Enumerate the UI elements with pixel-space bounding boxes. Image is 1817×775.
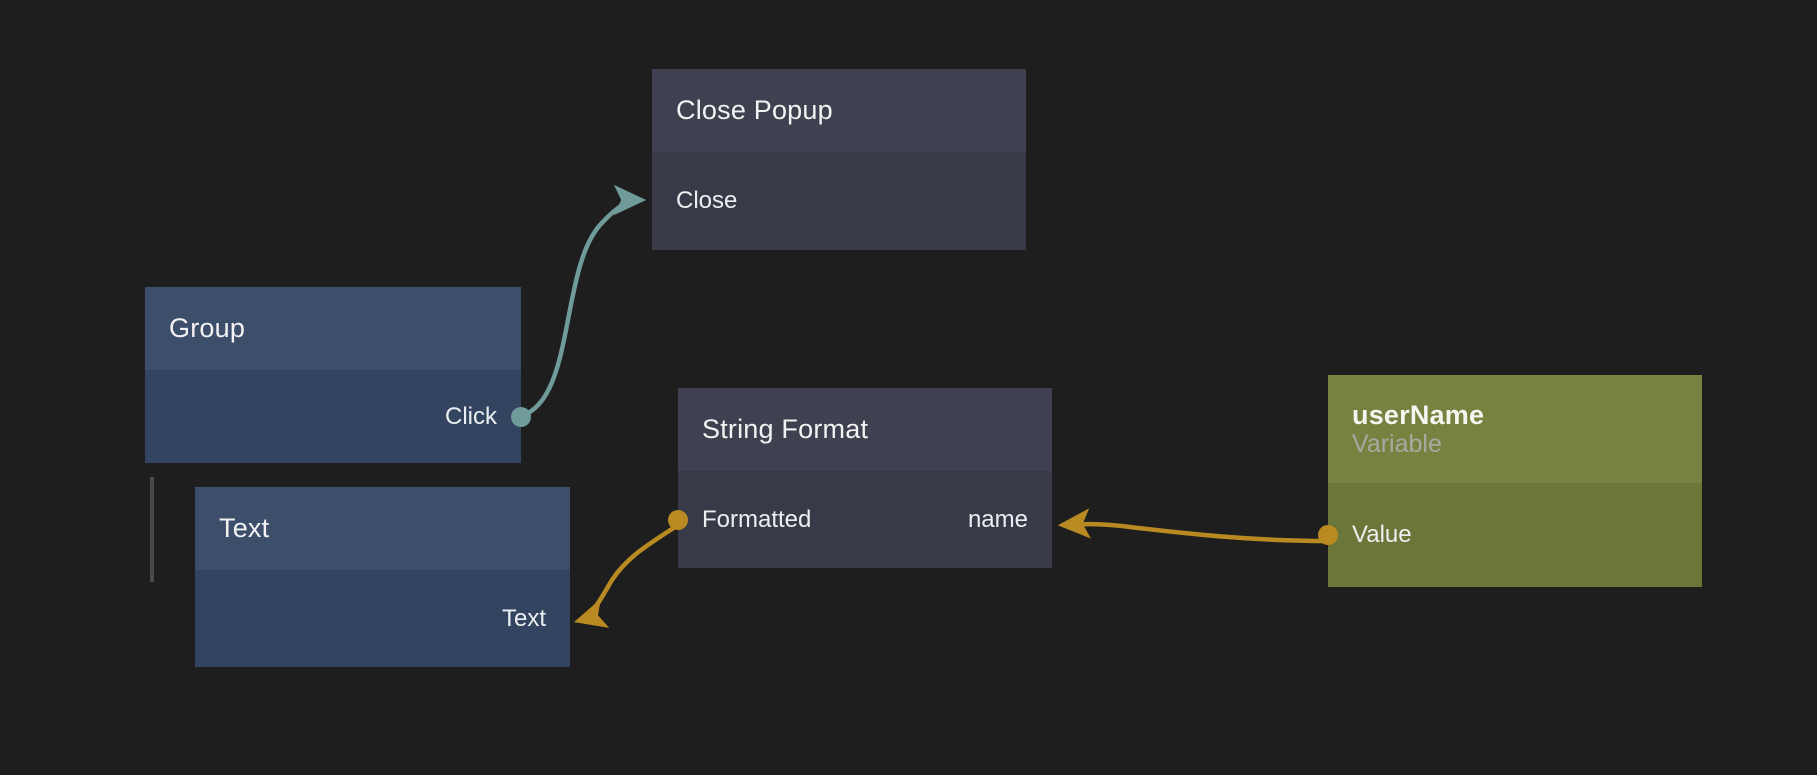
node-text-body: Text: [195, 570, 570, 667]
port-label-click: Click: [445, 402, 497, 430]
node-close-popup-title: Close Popup: [676, 95, 833, 126]
port-row-click[interactable]: Click: [145, 370, 531, 463]
hierarchy-bracket-line: [150, 477, 154, 582]
port-label-value: Value: [1352, 521, 1412, 548]
node-string-format-title: String Format: [702, 414, 869, 445]
node-string-format-header[interactable]: String Format: [678, 388, 1052, 471]
port-label-close: Close: [676, 187, 738, 214]
port-row-string-format[interactable]: Formatted name: [668, 471, 1052, 568]
node-username-header[interactable]: userName Variable: [1328, 375, 1702, 483]
port-dot-value[interactable]: [1318, 525, 1338, 545]
port-dot-formatted[interactable]: [668, 509, 688, 530]
node-text-header[interactable]: Text: [195, 487, 570, 570]
node-username-body: Value: [1318, 483, 1702, 587]
port-label-formatted: Formatted: [702, 505, 812, 533]
node-username-title: userName: [1352, 399, 1485, 430]
node-string-format[interactable]: String Format Formatted name: [668, 388, 1052, 568]
wire-value-to-name: [1057, 508, 1329, 544]
node-username-variable[interactable]: userName Variable Value: [1318, 375, 1702, 587]
port-label-text-input: Text: [501, 604, 546, 632]
port-dot-click[interactable]: [511, 406, 531, 427]
node-close-popup[interactable]: Close Popup Close: [652, 69, 1026, 250]
wire-formatted-to-text: [573, 523, 680, 628]
port-row-close[interactable]: Close: [652, 152, 1026, 250]
node-string-format-body: Formatted name: [668, 471, 1052, 568]
node-text-title: Text: [219, 513, 270, 544]
node-group-header[interactable]: Group: [145, 287, 521, 370]
port-label-name: name: [967, 505, 1028, 533]
node-group-title: Group: [169, 313, 246, 344]
node-group[interactable]: Group Click: [145, 287, 531, 463]
node-username-subtitle: Variable: [1352, 430, 1442, 459]
node-group-body: Click: [145, 370, 531, 463]
port-row-text-input[interactable]: Text: [195, 570, 570, 667]
node-close-popup-header[interactable]: Close Popup: [652, 69, 1026, 152]
node-text[interactable]: Text Text: [195, 487, 570, 667]
wire-group-click-to-close-popup: [520, 184, 647, 419]
port-row-value[interactable]: Value: [1318, 483, 1702, 587]
node-close-popup-body: Close: [652, 152, 1026, 250]
